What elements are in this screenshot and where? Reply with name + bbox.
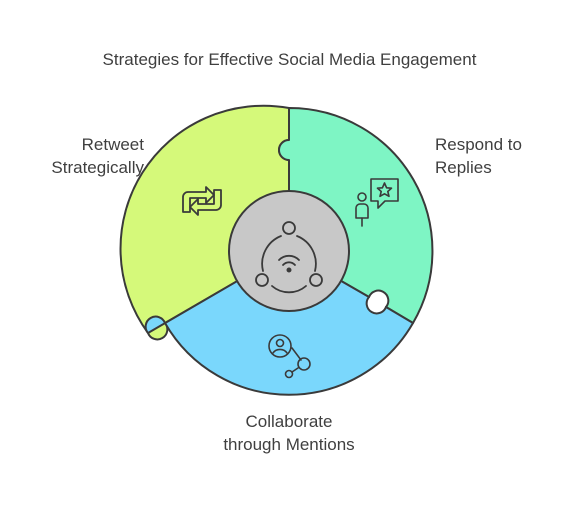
label-retweet-strategically: Retweet Strategically [30, 133, 144, 179]
label-collaborate-through-mentions: Collaborate through Mentions [189, 410, 389, 456]
label-line: Collaborate [245, 412, 333, 431]
label-line: Respond to [435, 135, 522, 154]
retweet-icon [182, 186, 222, 216]
label-line: Replies [435, 158, 492, 177]
diagram-title: Strategies for Effective Social Media En… [102, 50, 477, 69]
center-circle [228, 190, 350, 312]
mention-network-icon [268, 334, 311, 379]
segment-collaborate [144, 250, 414, 396]
label-line: through Mentions [223, 435, 355, 454]
signal-network-icon [255, 221, 323, 294]
label-respond-to-replies: Respond to Replies [435, 133, 565, 179]
person-star-speech-icon [355, 178, 399, 227]
label-line: Retweet [81, 135, 144, 154]
label-line: Strategically [51, 158, 144, 177]
